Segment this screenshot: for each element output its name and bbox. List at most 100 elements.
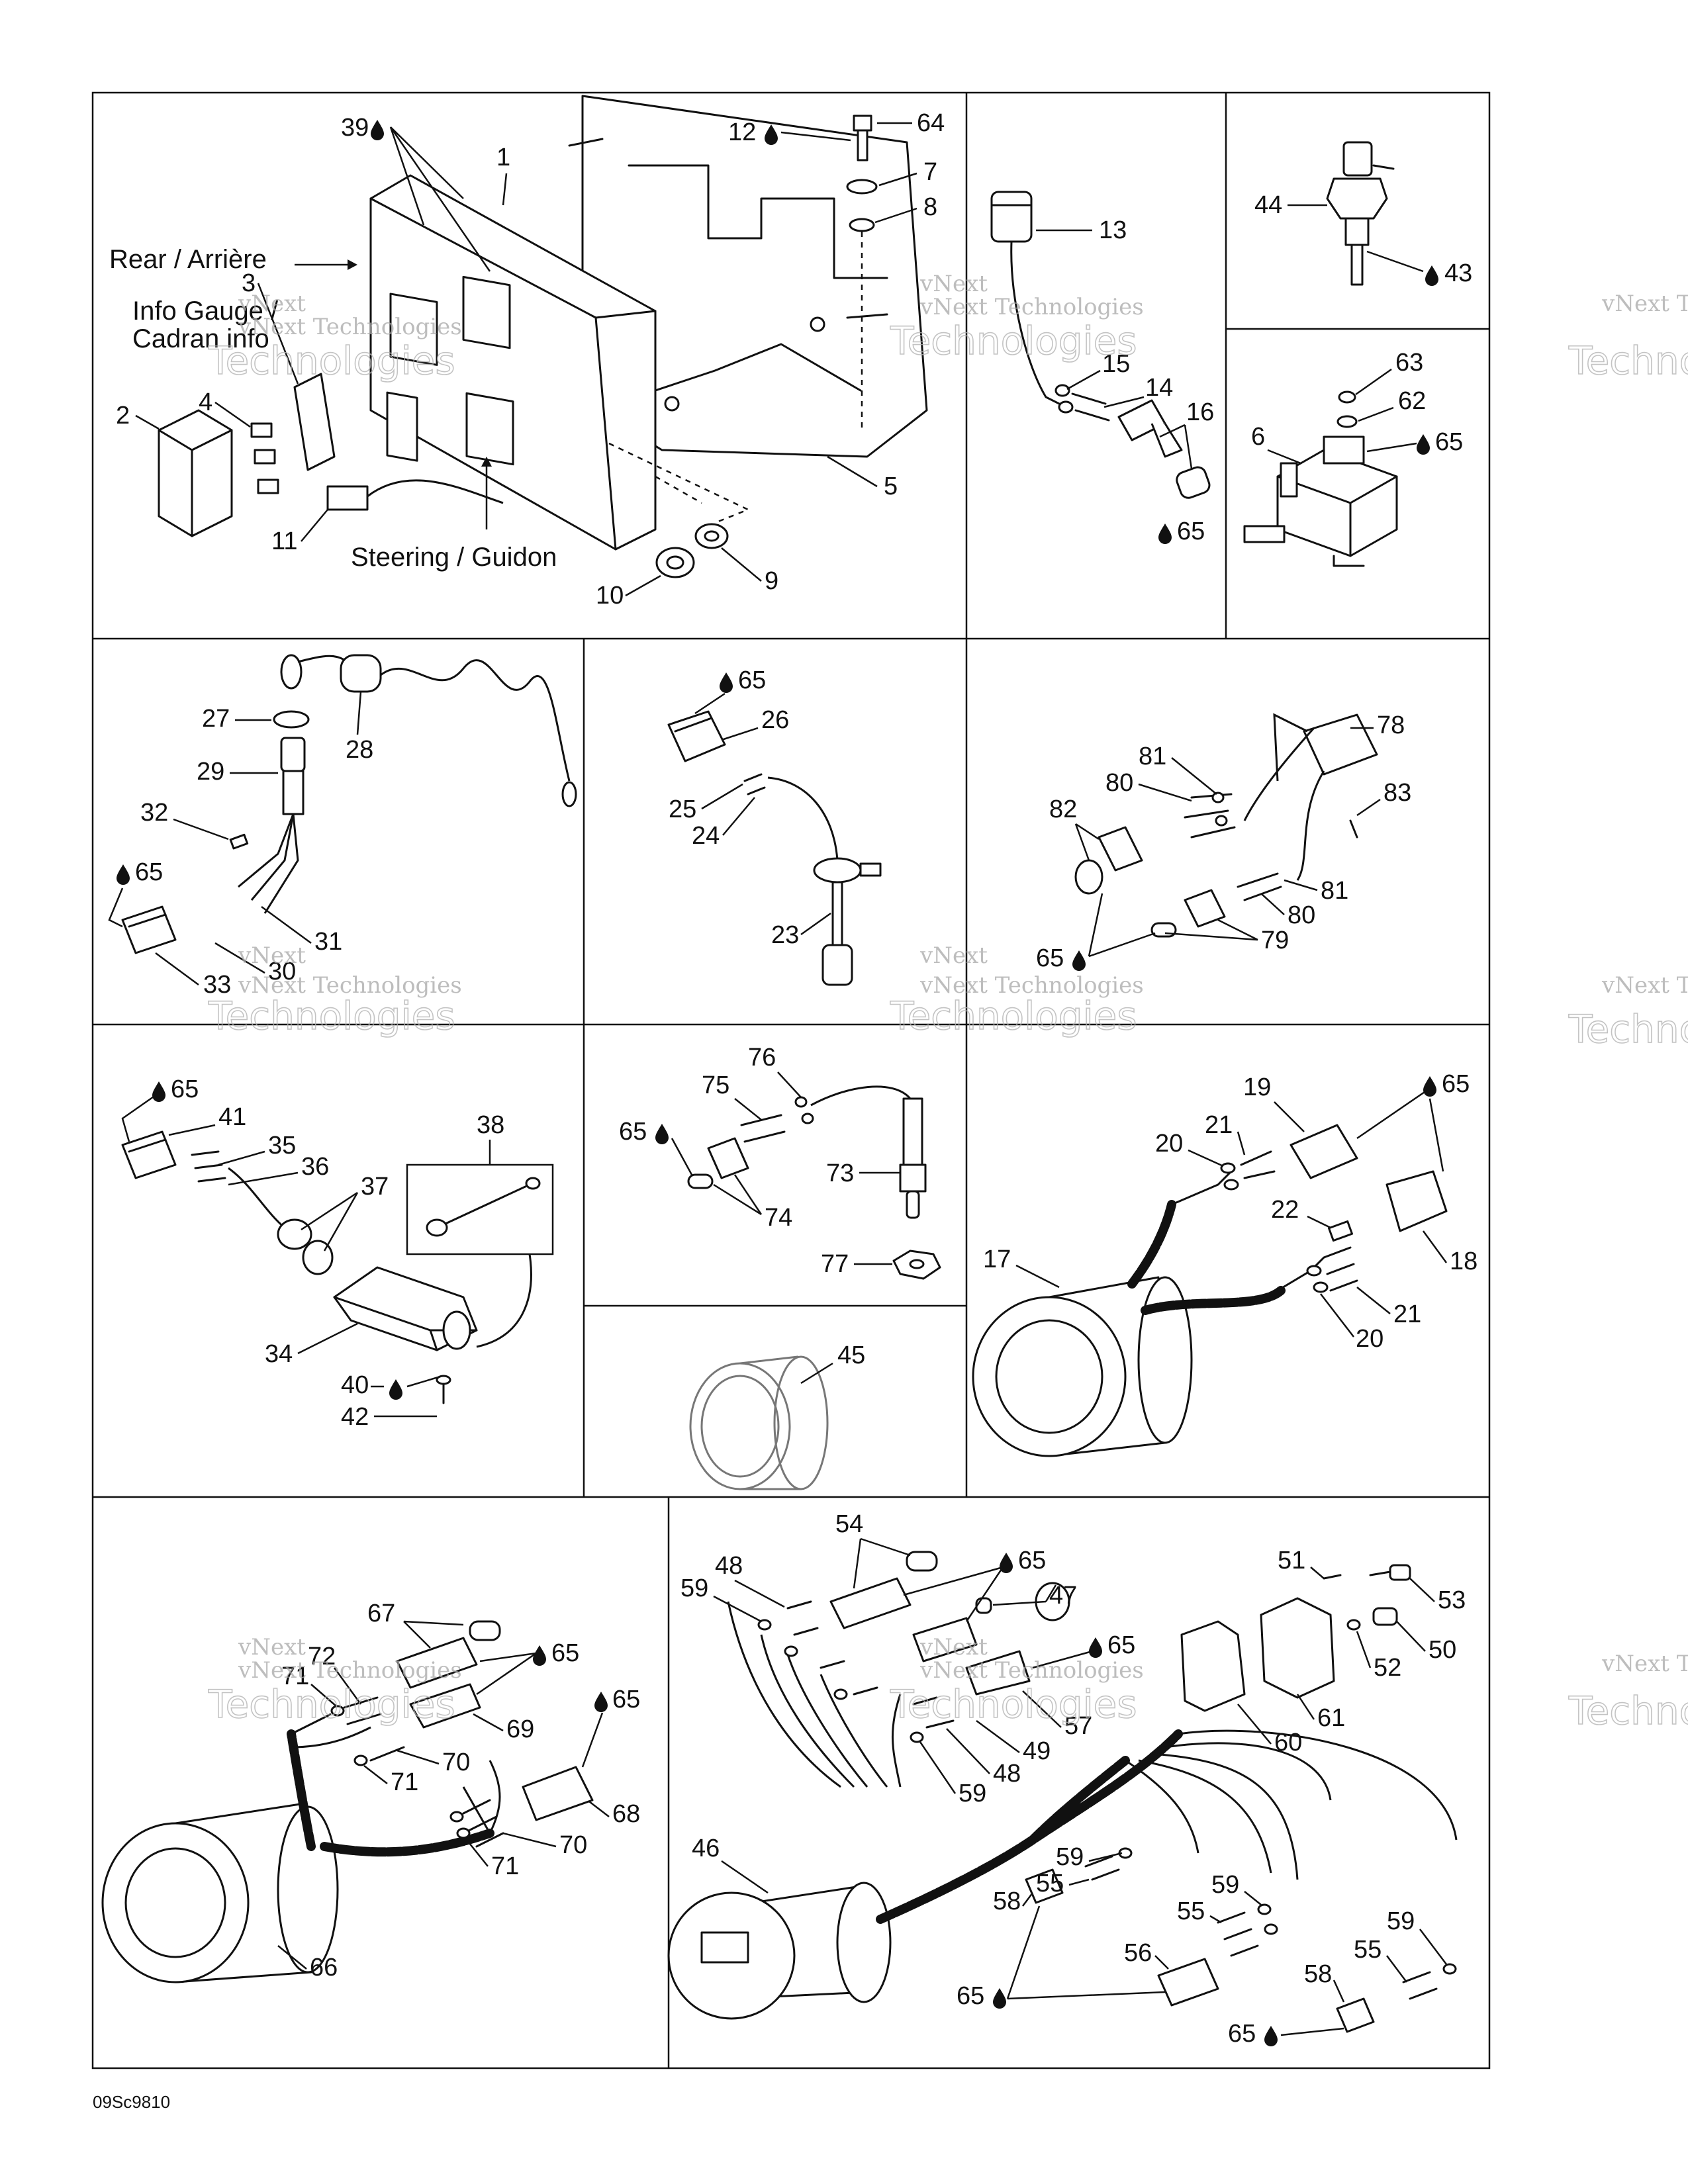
- callout-1: 1: [496, 144, 510, 171]
- sensor-13-assembly: [990, 191, 1211, 499]
- callout-36: 36: [301, 1153, 329, 1181]
- callout-65-k: 65: [1018, 1547, 1046, 1574]
- module-assembly: [158, 95, 928, 578]
- callout-49: 49: [1023, 1737, 1051, 1765]
- rear-label: Rear / Arrière: [109, 245, 267, 274]
- callout-21-a: 21: [1205, 1111, 1233, 1139]
- callout-67: 67: [367, 1600, 395, 1627]
- callout-9: 9: [765, 567, 778, 595]
- panel-5-labels: 27 28 29 32 65 31 30 33: [108, 691, 373, 999]
- info-gauge-label-1: Info Gauge /: [132, 296, 279, 326]
- gauge-17-assembly: [972, 1124, 1448, 1457]
- connector: [1098, 826, 1143, 872]
- callout-19: 19: [1243, 1073, 1271, 1101]
- callout-7: 7: [923, 158, 937, 186]
- watermark-vnext: vNext: [919, 271, 988, 297]
- watermark-vnext-technologies: vNext Technologies: [919, 972, 1144, 999]
- watermark-vnext: vNext: [238, 1634, 306, 1661]
- callout-65-m: 65: [957, 1982, 984, 2010]
- lubricant-icon: [1264, 2026, 1278, 2046]
- callout-25: 25: [669, 796, 696, 823]
- panel-6-labels: 65 26 25 24 23: [669, 666, 831, 949]
- callout-11: 11: [271, 527, 297, 555]
- lubricant-icon: [1089, 1637, 1102, 1658]
- callout-37: 37: [361, 1173, 389, 1201]
- watermark-technologies: Technologies: [208, 338, 455, 383]
- lubricant-icon: [1425, 265, 1438, 286]
- connector: [1336, 1997, 1375, 2033]
- callout-20-a: 20: [1155, 1130, 1183, 1158]
- callout-65-f: 65: [171, 1075, 199, 1103]
- callout-71-c: 71: [491, 1852, 519, 1880]
- watermark-vnext-technologies: vNext Technologies: [238, 972, 462, 999]
- callout-32: 32: [140, 799, 168, 827]
- panel-9-labels: 76 75 65 73 74 77: [619, 1044, 900, 1278]
- lubricant-icon: [533, 1645, 546, 1666]
- nut: [655, 547, 695, 578]
- gasket: [293, 373, 336, 471]
- callout-66: 66: [310, 1954, 338, 1981]
- pressure-sensor: [990, 191, 1033, 243]
- panel-7-labels: 78 81 80 83 82 81 80 65 79: [1036, 711, 1411, 972]
- callout-65-b: 65: [1435, 428, 1463, 456]
- lubricant-icon: [1158, 523, 1172, 544]
- callout-59-c: 59: [1056, 1843, 1084, 1871]
- watermark-vnext-technologies: vNext Technologies: [238, 1657, 462, 1684]
- callout-46: 46: [692, 1835, 720, 1862]
- callout-58-b: 58: [1304, 1960, 1332, 1988]
- callout-3: 3: [242, 269, 256, 297]
- callout-81-b: 81: [1321, 877, 1348, 905]
- callout-43: 43: [1444, 259, 1472, 287]
- callout-73: 73: [826, 1160, 854, 1187]
- sensor-73-assembly: [687, 1085, 941, 1280]
- callout-75: 75: [702, 1071, 729, 1099]
- callout-76: 76: [748, 1044, 776, 1071]
- connector: [121, 905, 177, 954]
- callout-61: 61: [1317, 1704, 1345, 1732]
- callout-60: 60: [1274, 1729, 1302, 1756]
- callout-81-a: 81: [1139, 743, 1166, 770]
- callout-65-a: 65: [1177, 518, 1205, 545]
- watermark-vnext-technologies: vNext Technologies: [919, 1657, 1144, 1684]
- connector: [1385, 1170, 1448, 1232]
- panel-grid: [91, 91, 1491, 2070]
- key-switch-assembly: [121, 1130, 554, 1404]
- lubricant-icon: [1417, 434, 1430, 455]
- panel-4-labels: 63 62 6 65: [1251, 349, 1463, 465]
- connector: [121, 1130, 177, 1179]
- callout-41: 41: [218, 1103, 246, 1131]
- callout-79: 79: [1261, 927, 1289, 954]
- watermark-vnext: vNext: [919, 942, 988, 969]
- watermark-technologies: Technologies: [208, 1682, 455, 1727]
- lubricant-icon: [1072, 950, 1086, 971]
- watermark-vnext: vNext: [238, 942, 306, 969]
- callout-52: 52: [1374, 1654, 1401, 1682]
- watermark-vnext-technologies: vNext Technologies: [238, 314, 462, 340]
- callout-15: 15: [1102, 350, 1130, 378]
- callout-65-l: 65: [1107, 1631, 1135, 1659]
- callout-57: 57: [1064, 1712, 1092, 1740]
- gauge-face: [101, 1822, 250, 1983]
- bezel-assembly: [689, 1355, 829, 1490]
- valve-assembly: [1243, 390, 1398, 567]
- callout-55-c: 55: [1354, 1936, 1382, 1964]
- callout-65-h: 65: [1442, 1070, 1470, 1098]
- connector: [912, 1617, 978, 1662]
- gauge-46-assembly: [667, 1551, 1458, 2033]
- connector: [707, 1137, 749, 1179]
- callout-39: 39: [341, 114, 369, 142]
- callout-14: 14: [1145, 374, 1173, 402]
- callout-38: 38: [477, 1111, 504, 1139]
- callout-28: 28: [346, 736, 373, 764]
- callout-6: 6: [1251, 423, 1265, 451]
- watermark-technologies: Technologies: [890, 993, 1137, 1038]
- callout-48-a: 48: [715, 1552, 743, 1580]
- callout-71-b: 71: [391, 1768, 418, 1796]
- gauge-66-assembly: [101, 1620, 594, 1983]
- callout-71-a: 71: [281, 1662, 309, 1690]
- panel-3-labels: 44 43: [1254, 191, 1472, 287]
- watermark-vnext-technologies: vNext Technologies: [1601, 291, 1688, 317]
- callout-33: 33: [203, 971, 231, 999]
- sensor-44-assembly: [1326, 141, 1395, 286]
- callout-20-b: 20: [1356, 1325, 1383, 1353]
